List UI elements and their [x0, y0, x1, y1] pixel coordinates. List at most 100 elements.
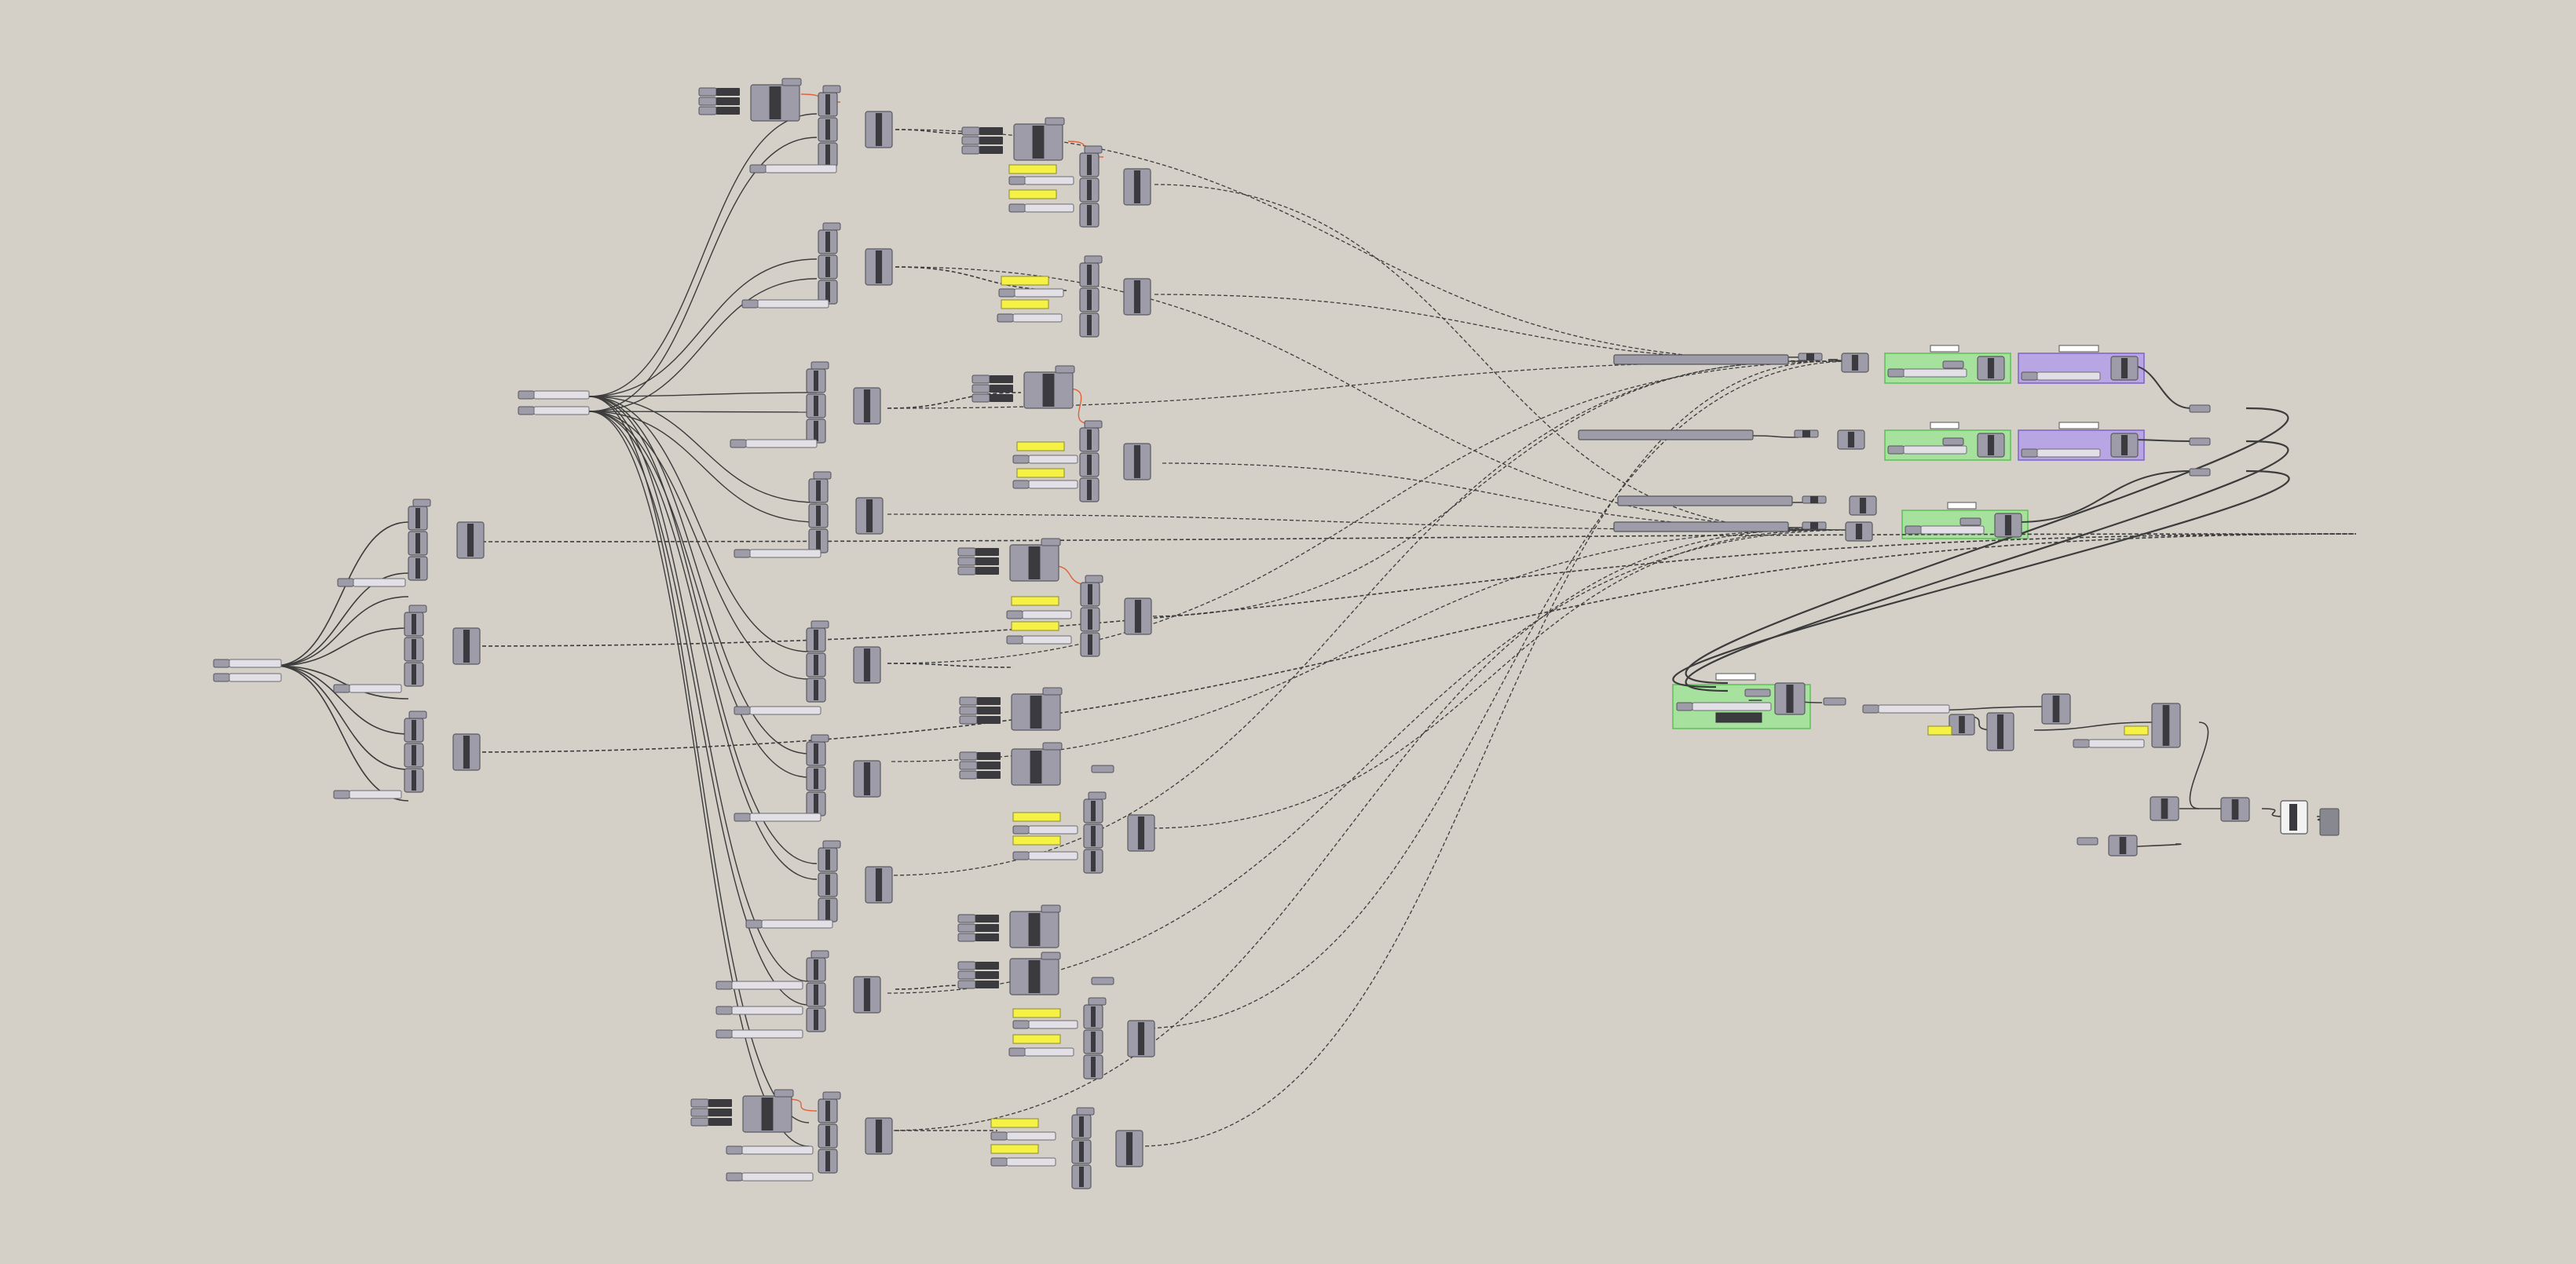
op-header-chip[interactable]: [1084, 145, 1103, 154]
number-slider[interactable]: [2021, 448, 2101, 458]
input-chip[interactable]: [957, 961, 976, 970]
output-param[interactable]: [2189, 437, 2211, 446]
construct-header-chip[interactable]: [1042, 687, 1063, 696]
input-chip-dark[interactable]: [977, 752, 1001, 760]
input-chip[interactable]: [698, 97, 717, 106]
slider-track[interactable]: [1920, 525, 1985, 535]
input-chip[interactable]: [959, 751, 978, 761]
slider-track[interactable]: [1692, 702, 1772, 711]
hub-component[interactable]: [1845, 521, 1873, 542]
left-merge[interactable]: [452, 733, 481, 771]
input-chip[interactable]: [971, 374, 990, 384]
input-chip[interactable]: [959, 706, 978, 715]
slider-track[interactable]: [229, 659, 282, 668]
slider-track[interactable]: [731, 981, 803, 990]
yellow-panel[interactable]: [1012, 835, 1061, 846]
slider-track[interactable]: [749, 813, 821, 822]
yellow-panel[interactable]: [1012, 1034, 1061, 1044]
slider-track[interactable]: [1028, 1020, 1078, 1029]
construct-header-chip[interactable]: [1055, 365, 1075, 374]
op-header-chip[interactable]: [822, 1091, 841, 1100]
transform-merge[interactable]: [1115, 1130, 1143, 1167]
op-header-chip[interactable]: [1084, 420, 1103, 429]
number-slider[interactable]: [518, 406, 590, 415]
number-slider[interactable]: [213, 659, 282, 668]
yellow-panel[interactable]: [1011, 621, 1059, 631]
geometry-construct[interactable]: [1009, 544, 1059, 582]
op-header-chip[interactable]: [1085, 575, 1103, 583]
input-chip-dark[interactable]: [975, 557, 999, 565]
number-slider[interactable]: [1012, 455, 1078, 464]
op-header-chip[interactable]: [813, 471, 832, 480]
slider-track[interactable]: [761, 919, 833, 929]
slider-track[interactable]: [1903, 445, 1967, 455]
slider-track[interactable]: [1028, 455, 1078, 464]
input-chip[interactable]: [698, 87, 717, 97]
slider-track[interactable]: [1028, 851, 1078, 860]
slider-track[interactable]: [1022, 635, 1072, 645]
slider-track[interactable]: [749, 549, 821, 558]
op-header-chip[interactable]: [1076, 1107, 1095, 1116]
chain-component[interactable]: [1948, 714, 1975, 736]
group-chip[interactable]: [1942, 437, 1964, 446]
slider-track[interactable]: [749, 706, 821, 715]
number-slider[interactable]: [1012, 825, 1078, 835]
yellow-panel[interactable]: [1016, 468, 1065, 478]
input-chip[interactable]: [957, 547, 976, 557]
op-header-chip[interactable]: [1088, 791, 1107, 800]
input-chip-dark[interactable]: [708, 1118, 732, 1126]
number-slider[interactable]: [1006, 635, 1072, 645]
branch-merge[interactable]: [865, 111, 893, 148]
slider-track[interactable]: [731, 1006, 803, 1015]
input-chip[interactable]: [698, 106, 717, 115]
op-header-chip[interactable]: [412, 499, 431, 507]
input-chip-dark[interactable]: [979, 137, 1003, 144]
input-chip-dark[interactable]: [975, 567, 999, 575]
input-chip[interactable]: [959, 770, 978, 780]
number-slider[interactable]: [1006, 610, 1072, 619]
input-chip[interactable]: [690, 1098, 709, 1108]
branch-merge[interactable]: [855, 497, 884, 535]
input-chip[interactable]: [957, 566, 976, 575]
slider-track[interactable]: [229, 673, 282, 682]
number-slider[interactable]: [2021, 371, 2101, 381]
relay[interactable]: [1823, 697, 1846, 706]
slider-track[interactable]: [1024, 203, 1074, 213]
toggle-button[interactable]: [1715, 712, 1762, 723]
branch-merge[interactable]: [853, 646, 881, 684]
construct-header-chip[interactable]: [774, 1089, 794, 1098]
slider-track[interactable]: [533, 390, 590, 400]
number-slider[interactable]: [1887, 445, 1967, 455]
slider-track[interactable]: [1006, 1157, 1056, 1167]
slider-track[interactable]: [765, 164, 837, 174]
number-slider[interactable]: [1887, 368, 1967, 378]
number-slider[interactable]: [333, 684, 402, 693]
yellow-panel[interactable]: [1012, 812, 1061, 822]
branch-merge[interactable]: [865, 1117, 893, 1155]
number-slider[interactable]: [1676, 702, 1772, 711]
group-chip[interactable]: [1942, 360, 1964, 369]
hub-component[interactable]: [1849, 495, 1877, 516]
op-header-chip[interactable]: [1088, 997, 1107, 1006]
input-chip[interactable]: [959, 715, 978, 725]
group-component[interactable]: [2110, 356, 2139, 381]
number-slider[interactable]: [337, 578, 406, 587]
slider-track[interactable]: [1014, 288, 1064, 298]
bake-component[interactable]: [2319, 808, 2340, 836]
slider-track[interactable]: [1903, 368, 1967, 378]
input-chip[interactable]: [971, 393, 990, 403]
branch-merge[interactable]: [865, 248, 893, 286]
input-chip-dark[interactable]: [716, 107, 740, 115]
input-chip-dark[interactable]: [979, 127, 1003, 135]
yellow-panel[interactable]: [1016, 441, 1065, 451]
list-container[interactable]: [1613, 521, 1789, 532]
point-construct[interactable]: [742, 1095, 792, 1133]
geometry-construct[interactable]: [1023, 371, 1074, 409]
input-chip-dark[interactable]: [716, 97, 740, 105]
number-slider[interactable]: [734, 706, 821, 715]
number-slider[interactable]: [1012, 851, 1078, 860]
input-chip-dark[interactable]: [990, 394, 1013, 402]
construct-header-chip[interactable]: [1042, 742, 1063, 751]
